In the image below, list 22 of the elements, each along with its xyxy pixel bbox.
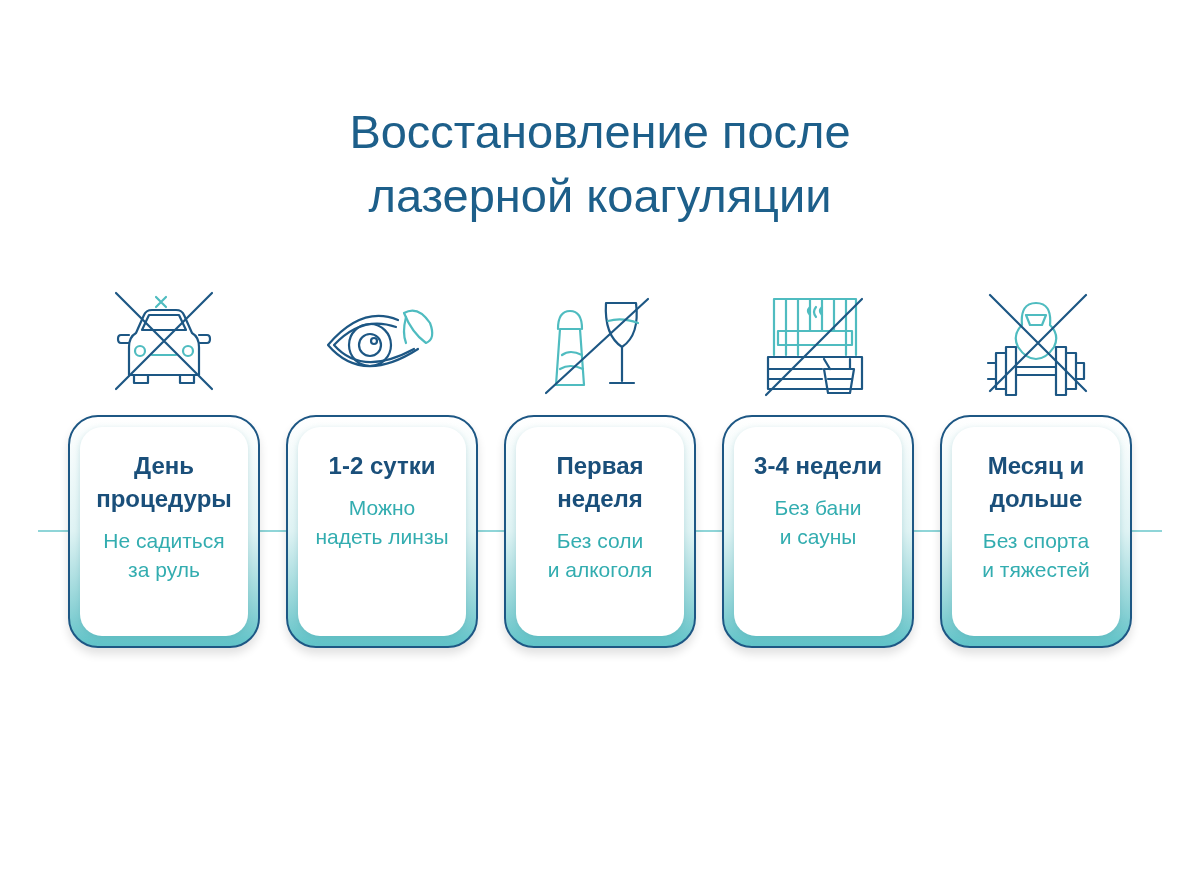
connector-line xyxy=(259,530,287,532)
connector-line xyxy=(1131,530,1163,532)
title: Восстановление после лазерной коагуляции xyxy=(348,104,852,224)
stage-note: Без бани и сауны xyxy=(773,495,863,550)
stage-card xyxy=(286,415,478,648)
stage-heading: 1-2 сутки xyxy=(328,451,436,481)
stage-note: Можно надеть линзы xyxy=(314,495,450,550)
stage-heading: 3-4 недели xyxy=(754,451,882,481)
connector-line xyxy=(37,530,69,532)
stage-heading: Месяц и дольше xyxy=(986,451,1086,514)
connector-line xyxy=(477,530,505,532)
connector-line xyxy=(913,530,941,532)
stage-note: Без соли и алкоголя xyxy=(546,528,654,583)
stage-heading: День процедуры xyxy=(95,451,233,514)
stage-card xyxy=(940,415,1132,648)
connector-line xyxy=(695,530,723,532)
stage-heading: Первая неделя xyxy=(555,451,645,514)
stage-note: Без спорта и тяжестей xyxy=(981,528,1091,583)
stage-card xyxy=(722,415,914,648)
stage-card xyxy=(504,415,696,648)
stage-note: Не садиться за руль xyxy=(102,528,226,583)
stage-card xyxy=(68,415,260,648)
